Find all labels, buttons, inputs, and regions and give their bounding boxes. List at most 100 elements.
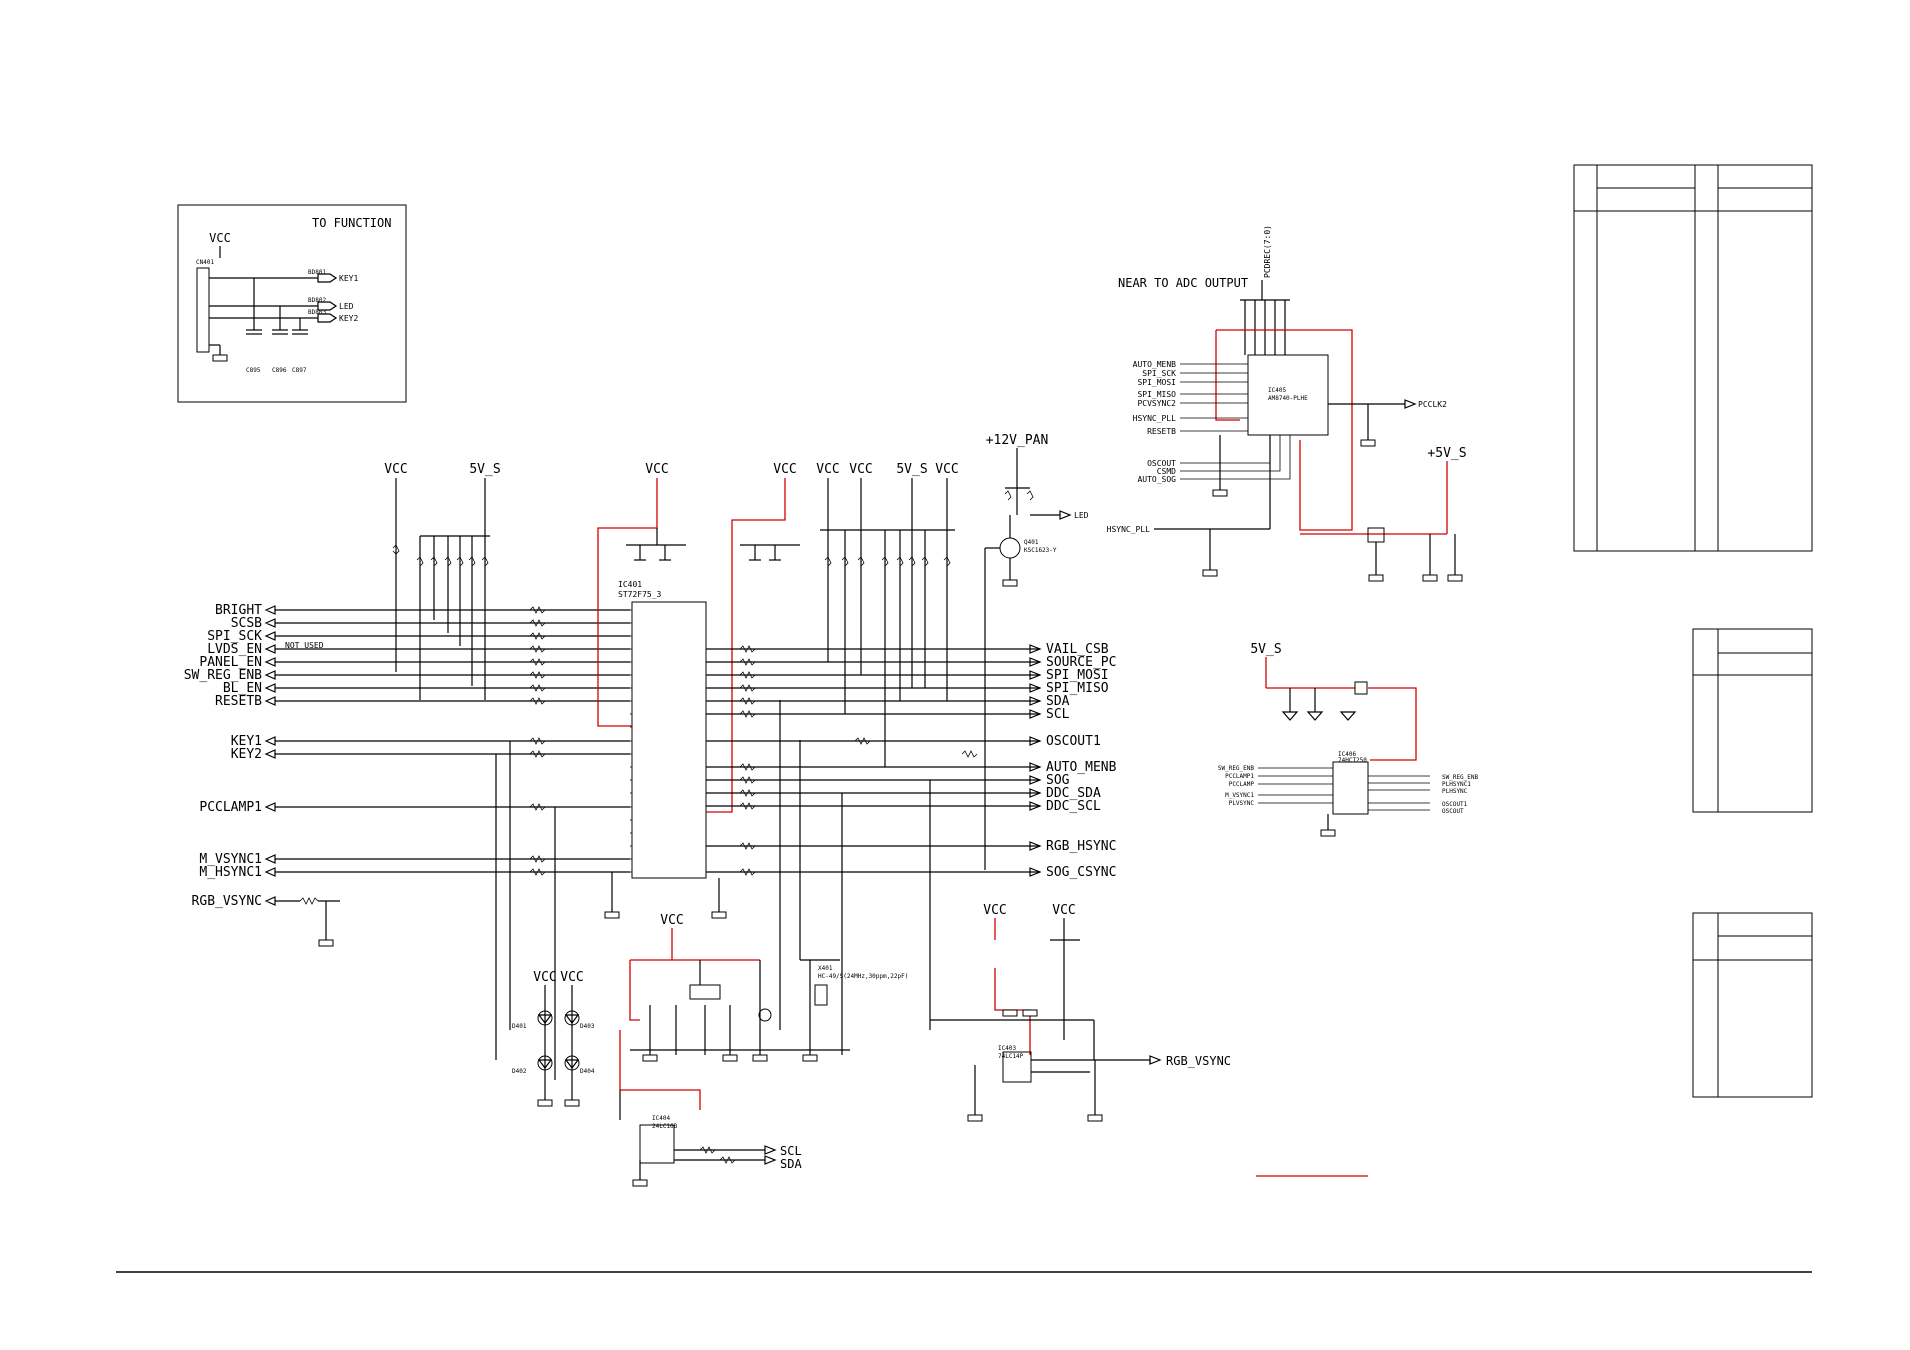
sig-scsb: SCSB xyxy=(231,616,262,631)
sig-pcclamp1: PCCLAMP1 xyxy=(199,800,262,815)
rail-5vs-1: 5V_S xyxy=(469,462,500,477)
eeprom-part: 24LC16B xyxy=(652,1123,678,1130)
rail-5vs-buffer: 5V_S xyxy=(1250,642,1281,657)
bead-1: BD801 xyxy=(308,269,326,276)
sig-scl: SCL xyxy=(1046,707,1070,722)
rail-vcc-2: VCC xyxy=(645,462,668,477)
sig-oscout1: OSCOUT1 xyxy=(1046,734,1101,749)
lower-center: VCC X401 HC-49/S(24MHz,30ppm,22pF) xyxy=(629,700,908,1062)
title-block-bottom xyxy=(1692,912,1813,1098)
out-key2: KEY2 xyxy=(339,314,358,323)
sig-lvds-en: LVDS_EN xyxy=(207,642,262,657)
eeprom-section: IC404 24LC16B SCL SDA xyxy=(619,1030,802,1187)
sig-m-hsync1: M_HSYNC1 xyxy=(199,865,262,880)
sig-panel-en: PANEL_EN xyxy=(199,655,262,670)
sig-ddc-scl: DDC_SCL xyxy=(1046,799,1101,814)
sig-rgb-vsync: RGB_VSYNC xyxy=(192,894,262,909)
rail-vcc-6: VCC xyxy=(935,462,958,477)
rail-12v-pan: +12V_PAN xyxy=(986,433,1049,448)
rail-vcc-4: VCC xyxy=(816,462,839,477)
rail-5vs-2: 5V_S xyxy=(896,462,927,477)
buffer-ref: IC406 xyxy=(1338,751,1356,758)
out-led: LED xyxy=(339,302,354,311)
sig-source-pc: SOURCE_PC xyxy=(1046,655,1116,670)
buf-out-1: SW_REG_ENB xyxy=(1442,774,1479,781)
transistor-ref: Q401 xyxy=(1024,539,1039,546)
crystal-part: HC-49/S(24MHz,30ppm,22pF) xyxy=(818,973,908,980)
out-key1: KEY1 xyxy=(339,274,358,283)
sync-out: RGB_VSYNC xyxy=(1166,1054,1231,1068)
hsync-pll-in: HSYNC_PLL xyxy=(1107,525,1151,534)
title-block-mid xyxy=(1692,628,1813,813)
buf-out-5: OSCOUT xyxy=(1442,808,1464,815)
adc-in-spi-mosi: SPI_MOSI xyxy=(1137,378,1176,387)
rail-plus5vs: +5V_S xyxy=(1427,446,1466,461)
sig-sw-reg-enb: SW_REG_ENB xyxy=(184,668,262,683)
led-driver: LED Q401 KSC1623-Y xyxy=(984,470,1089,870)
eeprom-ref: IC404 xyxy=(652,1115,670,1122)
buf-in-5: PLVSYNC xyxy=(1229,800,1255,807)
main-ic: IC401 ST72F75_3 xyxy=(597,492,800,919)
function-box: TO FUNCTION VCC CN401 BD801 BD802 BD803 … xyxy=(177,204,407,403)
adc-section: NEAR TO ADC OUTPUT PCDREC(7:0) IC405 AM8… xyxy=(1107,225,1467,582)
sig-bl-en: BL_EN xyxy=(223,681,262,696)
rail-vcc-s1: VCC xyxy=(983,903,1006,918)
adc-bus: PCDREC(7:0) xyxy=(1263,225,1272,278)
diode-2: D402 xyxy=(512,1068,527,1075)
diode-1: D401 xyxy=(512,1023,527,1030)
adc-in-csmd: CSMD xyxy=(1157,467,1176,476)
adc-in-spi-sck: SPI_SCK xyxy=(1142,369,1176,378)
cap-3: C897 xyxy=(292,367,307,374)
title-block-top xyxy=(1573,164,1813,552)
sig-ddc-sda: DDC_SDA xyxy=(1046,786,1101,801)
sig-bright: BRIGHT xyxy=(215,603,262,618)
crystal-ref: X401 xyxy=(818,965,833,972)
sync-part: 74LC14P xyxy=(998,1053,1024,1060)
adc-in-resetb: RESETB xyxy=(1147,427,1176,436)
adc-ref: IC405 xyxy=(1268,387,1286,394)
adc-in-auto-menb: AUTO_MENB xyxy=(1133,360,1177,369)
adc-in-oscout: OSCOUT xyxy=(1147,459,1176,468)
adc-in-auto-sog: AUTO_SOG xyxy=(1137,475,1176,484)
function-box-rail: VCC xyxy=(209,231,231,245)
rail-vcc-d1: VCC xyxy=(533,970,556,985)
sig-auto-menb: AUTO_MENB xyxy=(1046,760,1117,775)
right-signal-group: VAIL_CSB SOURCE_PC SPI_MOSI SPI_MISO SDA… xyxy=(706,490,1117,880)
eeprom-scl: SCL xyxy=(780,1144,802,1158)
sig-rgb-hsync: RGB_HSYNC xyxy=(1046,839,1116,854)
rail-vcc-s2: VCC xyxy=(1052,903,1075,918)
rail-vcc-d2: VCC xyxy=(560,970,583,985)
sig-sda: SDA xyxy=(1046,694,1070,709)
diode-4: D404 xyxy=(580,1068,595,1075)
led-label: LED xyxy=(1074,511,1089,520)
sig-key1: KEY1 xyxy=(231,734,262,749)
rail-vcc-5: VCC xyxy=(849,462,872,477)
sig-spi-miso: SPI_MISO xyxy=(1046,681,1109,696)
sync-ref: IC403 xyxy=(998,1045,1016,1052)
left-signal-group: BRIGHT SCSB SPI_SCK LVDS_EN PANEL_EN SW_… xyxy=(184,603,630,1080)
adc-in-pcvsync2: PCVSYNC2 xyxy=(1137,399,1176,408)
function-box-title: TO FUNCTION xyxy=(312,216,391,230)
main-ic-ref: IC401 xyxy=(618,580,642,589)
adc-in-hsync-pll: HSYNC_PLL xyxy=(1133,414,1177,423)
adc-in-spi-miso: SPI_MISO xyxy=(1137,390,1176,399)
sig-vail-csb: VAIL_CSB xyxy=(1046,642,1109,657)
buf-out-4: OSCOUT1 xyxy=(1442,801,1468,808)
buf-out-3: PLHSYNC xyxy=(1442,788,1468,795)
top-rails: VCC 5V_S VCC VCC VCC VCC 5V_S VCC +12V_P… xyxy=(384,433,1048,700)
sig-spi-sck: SPI_SCK xyxy=(207,629,262,644)
buf-in-4: M_VSYNC1 xyxy=(1225,792,1254,799)
buffer-part: 74HCT250 xyxy=(1338,757,1367,764)
bead-2: BD802 xyxy=(308,297,326,304)
rail-vcc-3: VCC xyxy=(773,462,796,477)
cap-2: C896 xyxy=(272,367,287,374)
eeprom-sda: SDA xyxy=(780,1157,802,1171)
sig-spi-mosi: SPI_MOSI xyxy=(1046,668,1109,683)
transistor-part: KSC1623-Y xyxy=(1024,547,1057,554)
connector-ref: CN401 xyxy=(196,259,214,266)
not-used-note: NOT USED xyxy=(285,641,324,650)
adc-out-pcclk2: PCCLK2 xyxy=(1418,400,1447,409)
bead-3: BD803 xyxy=(308,309,326,316)
sync-section: VCC VCC IC403 74LC14P RGB_VSYNC xyxy=(929,780,1231,1122)
